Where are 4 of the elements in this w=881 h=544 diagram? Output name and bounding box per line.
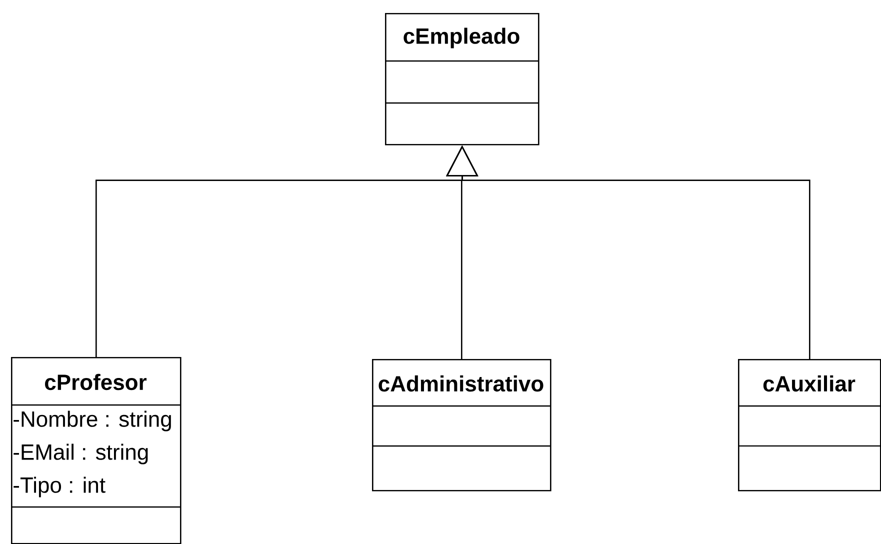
- class-box: cProfesor -Nombre : string -EMail : string -Tipo : int: [11, 357, 182, 544]
- class-box: cEmpleado: [385, 13, 540, 146]
- class-box: cAuxiliar: [738, 359, 881, 492]
- class-box: cAdministrativo: [372, 359, 552, 492]
